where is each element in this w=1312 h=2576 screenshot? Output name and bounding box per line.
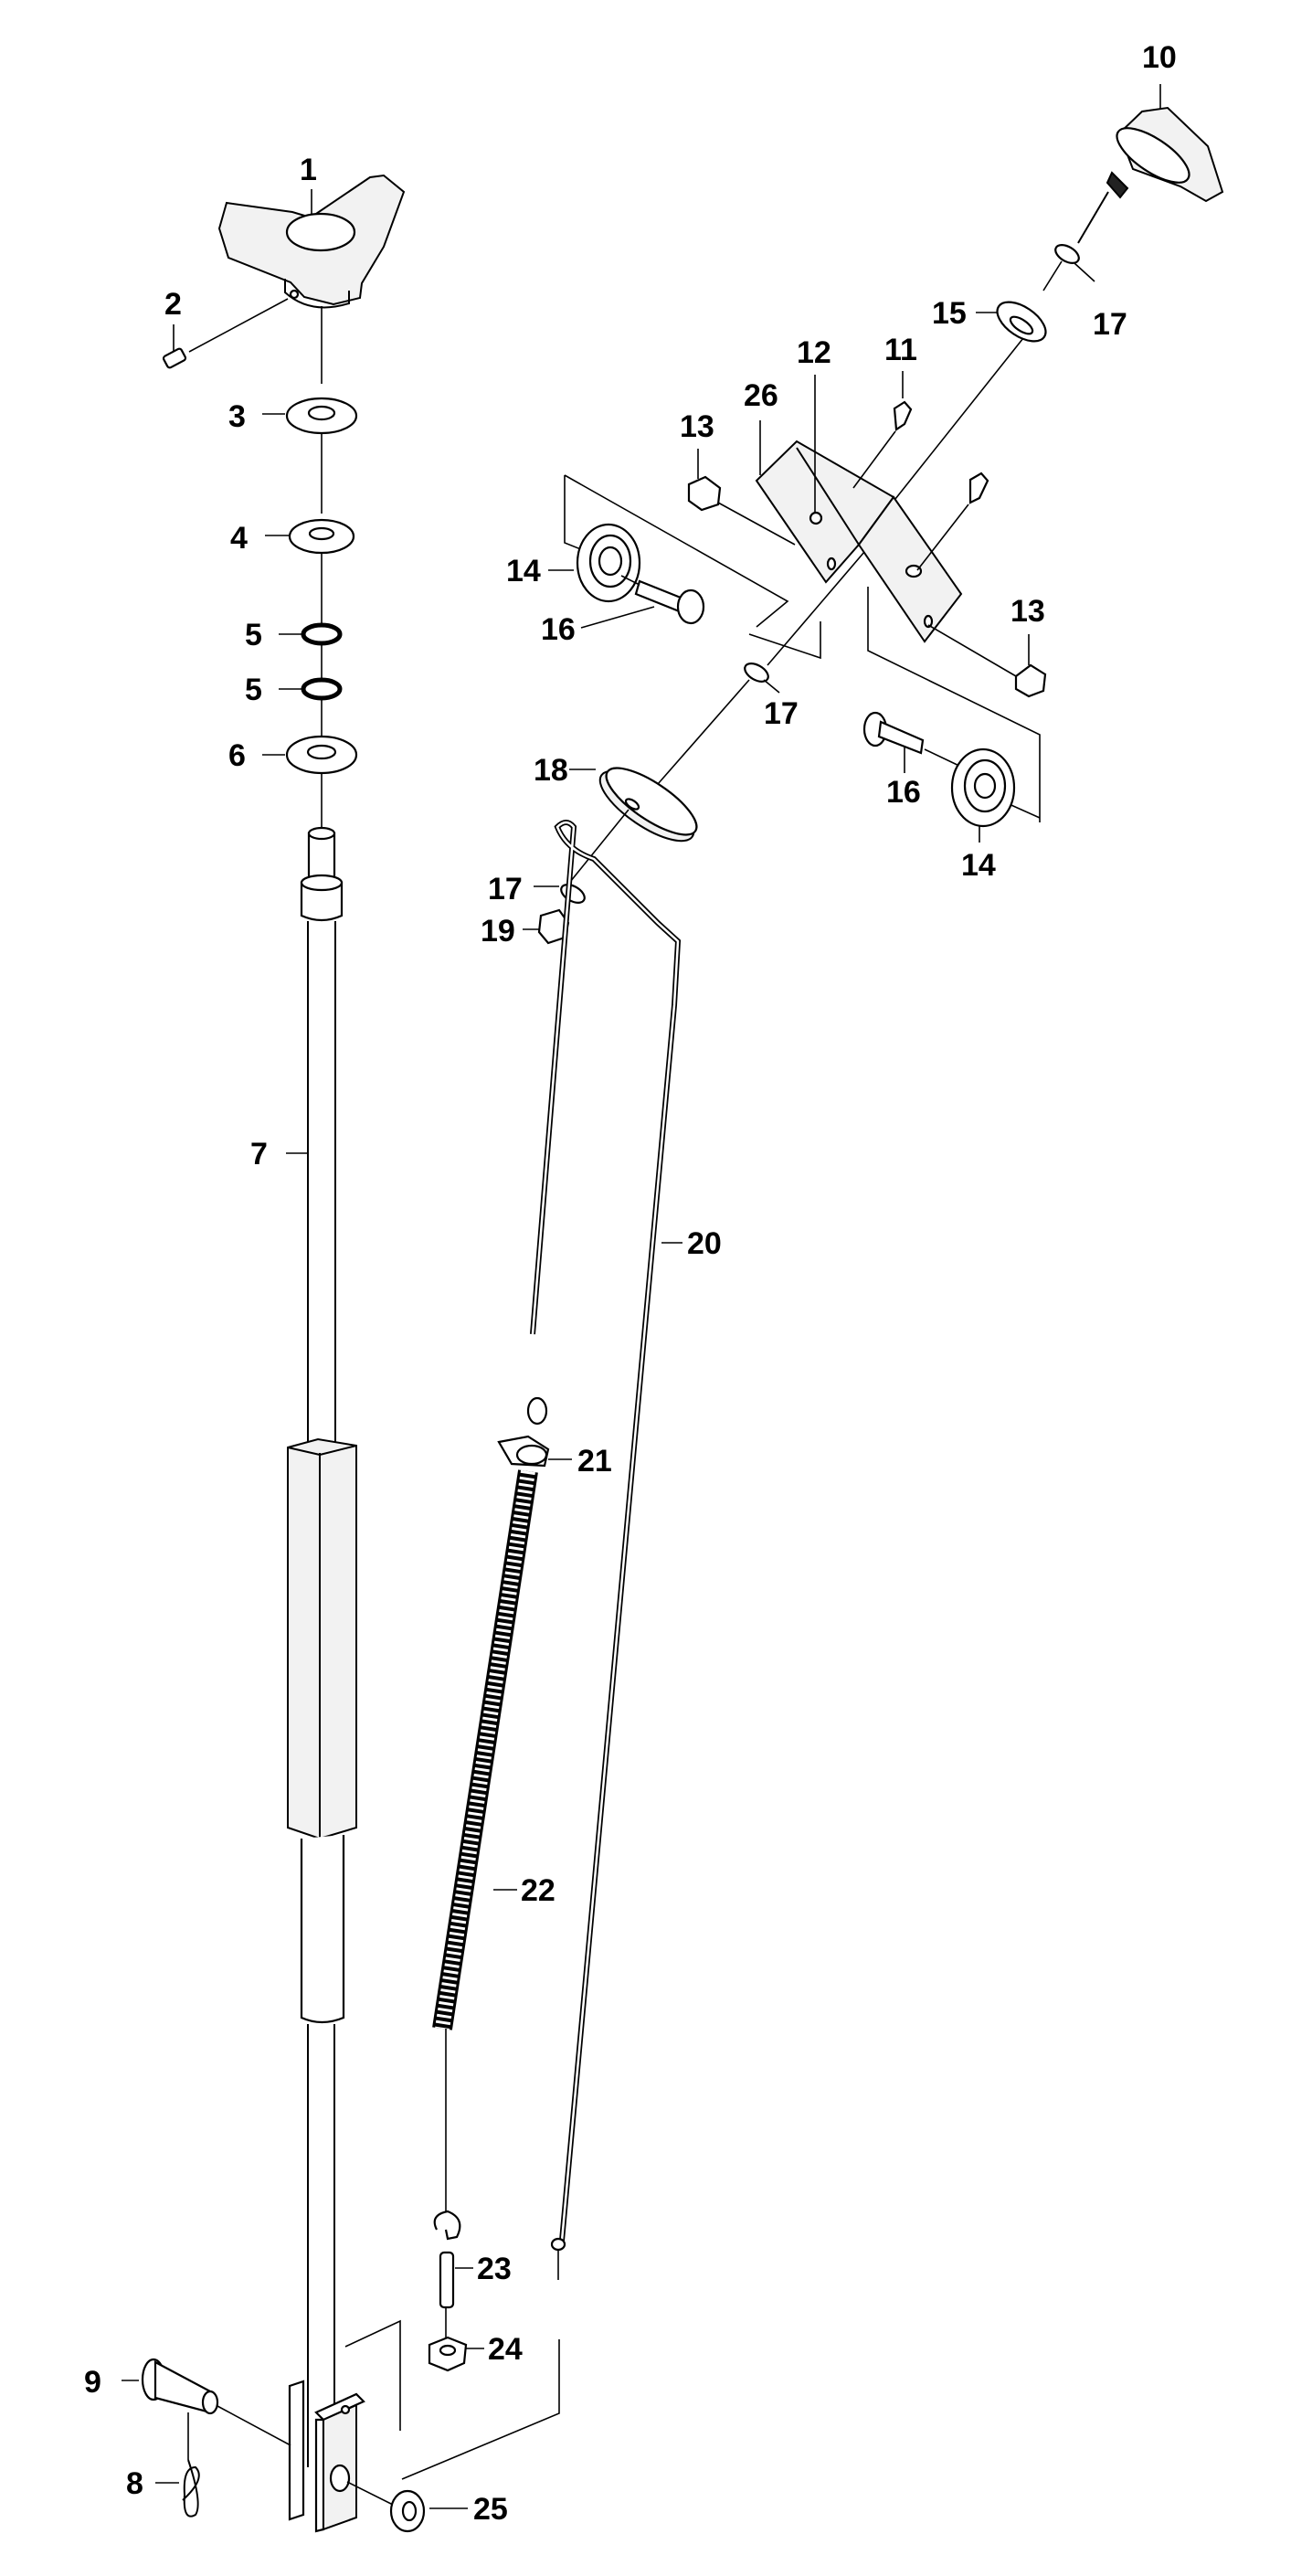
part-14-roller-wheel-left-icon xyxy=(548,523,641,603)
part-19-lock-nut-icon xyxy=(523,908,570,945)
label-part-16a: 16 xyxy=(541,612,576,647)
label-part-23: 23 xyxy=(477,2252,512,2286)
part-3-flat-washer-icon xyxy=(262,397,358,514)
part-14-roller-wheel-right-icon xyxy=(950,747,1016,843)
label-part-17a: 17 xyxy=(1093,307,1127,342)
label-part-24: 24 xyxy=(488,2332,523,2367)
label-part-14b: 14 xyxy=(961,848,996,883)
label-part-13a: 13 xyxy=(680,409,714,444)
part-25-washer-icon xyxy=(346,2481,468,2533)
label-part-17c: 17 xyxy=(488,872,523,906)
label-part-10: 10 xyxy=(1142,40,1177,75)
label-part-21: 21 xyxy=(577,1444,612,1479)
part-4-flat-washer-icon xyxy=(265,518,355,623)
part-16-countersunk-screw-left-icon xyxy=(580,575,705,629)
part-17-washer-middle-icon xyxy=(657,551,865,785)
part-labels: 1 2 3 4 5 5 6 7 8 9 10 11 12 13 13 14 14… xyxy=(84,40,1177,2527)
part-17-washer-lower-icon xyxy=(534,884,586,904)
label-part-6: 6 xyxy=(228,738,246,773)
part-16-countersunk-screw-right-icon xyxy=(862,711,964,773)
label-part-1: 1 xyxy=(300,153,317,187)
part-5-spring-washer-icon xyxy=(279,622,343,738)
label-part-5b: 5 xyxy=(245,673,262,707)
label-part-26: 26 xyxy=(744,378,778,413)
bottom-bracket-icon xyxy=(288,2319,560,2533)
label-part-14a: 14 xyxy=(506,554,541,588)
label-part-13b: 13 xyxy=(1010,594,1045,629)
part-8-hairpin-clip-icon xyxy=(155,2412,200,2518)
label-part-17b: 17 xyxy=(764,696,799,731)
part-23-eye-bolt-icon xyxy=(433,2029,473,2339)
part-9-clevis-pin-icon xyxy=(122,2358,291,2446)
part-1-three-lobe-knob-icon xyxy=(217,174,406,384)
label-part-5a: 5 xyxy=(245,618,262,652)
part-24-nut-icon xyxy=(428,2336,484,2372)
part-26-angle-bracket-icon xyxy=(755,420,963,643)
part-10-star-knob-icon xyxy=(1077,84,1224,244)
label-part-7: 7 xyxy=(250,1137,268,1171)
part-11-bolt-icon xyxy=(852,371,989,571)
part-20-wire-rod-icon xyxy=(530,820,682,2280)
part-6-flat-washer-icon xyxy=(262,735,358,832)
label-part-11: 11 xyxy=(884,333,917,367)
part-15-spacer-icon xyxy=(894,301,1047,500)
label-part-15: 15 xyxy=(932,296,967,331)
label-part-12: 12 xyxy=(797,335,831,370)
label-part-19: 19 xyxy=(481,914,515,949)
label-part-20: 20 xyxy=(687,1226,722,1261)
part-13-lock-nut-icon xyxy=(687,449,1047,698)
label-part-9: 9 xyxy=(84,2365,101,2400)
part-7-shaft-icon xyxy=(286,826,357,2467)
label-part-16b: 16 xyxy=(886,775,921,810)
part-18-pulley-disc-icon xyxy=(566,767,698,887)
part-22-extension-spring-icon xyxy=(432,1469,538,2030)
part-21-cable-clamp-icon xyxy=(497,1396,572,1468)
label-part-4: 4 xyxy=(230,521,248,556)
part-2-set-screw-icon xyxy=(162,298,289,369)
label-part-25: 25 xyxy=(473,2492,508,2527)
label-part-3: 3 xyxy=(228,399,246,434)
label-part-8: 8 xyxy=(126,2466,143,2501)
label-part-2: 2 xyxy=(164,287,182,322)
label-part-22: 22 xyxy=(521,1873,555,1908)
label-part-18: 18 xyxy=(534,753,568,788)
part-17-washer-top-icon xyxy=(1042,244,1095,292)
